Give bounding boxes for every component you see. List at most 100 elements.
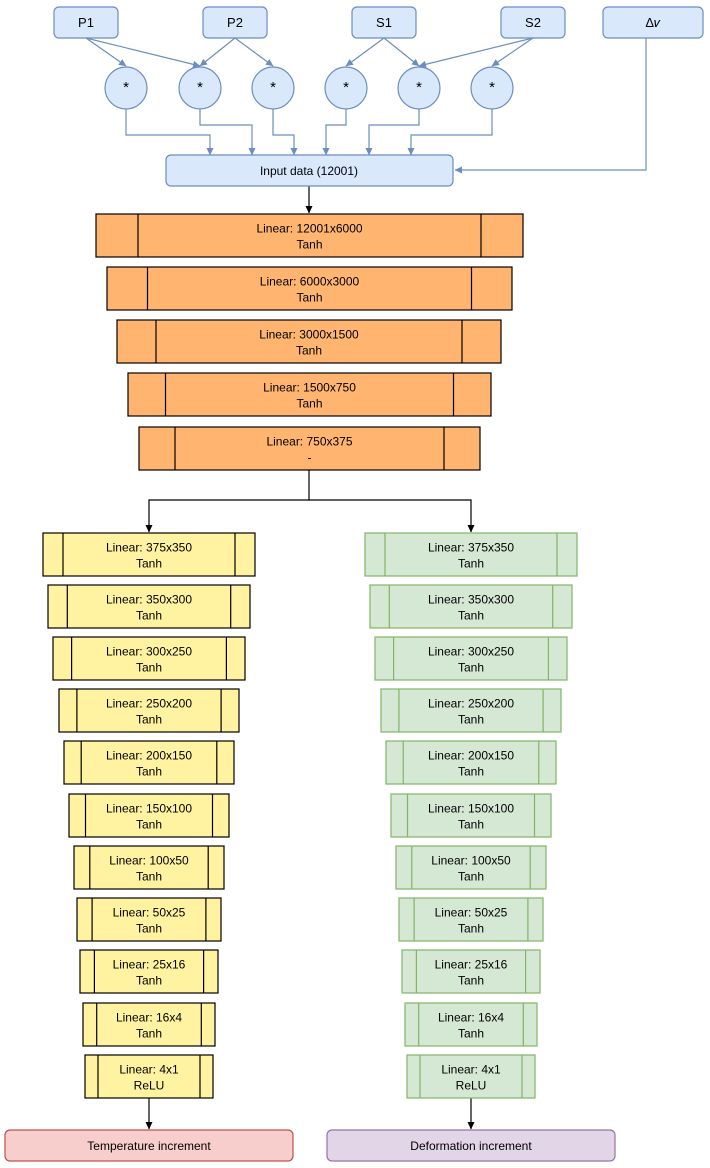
convolution-circle <box>324 66 368 110</box>
temperature-layer-9-activation-label: Tanh <box>136 974 162 988</box>
input-p1-label: P1 <box>78 15 94 30</box>
convolution-circle <box>251 66 295 110</box>
encoder-layer-2-layer-label: Linear: 6000x3000 <box>260 275 360 289</box>
deformation-output-node: Deformation increment <box>326 1129 616 1162</box>
connector-layer <box>85 37 647 1130</box>
temperature-layer-9-layer-label: Linear: 25x16 <box>113 958 186 972</box>
deformation-layer-4-box <box>380 688 562 733</box>
convolution-node-2: * <box>178 66 222 110</box>
deformation-layer-10-box <box>404 1002 538 1047</box>
temperature-layer-1-box <box>42 532 256 577</box>
edge-p2-c2 <box>199 37 236 67</box>
input-s1: S1 <box>351 6 417 39</box>
edge-encoder-temperature <box>145 470 310 533</box>
temperature-output-box <box>4 1129 294 1162</box>
temperature-layer-8-box <box>76 897 222 942</box>
edge-encoder-deformation <box>309 499 475 533</box>
temperature-layer-5-box <box>63 740 235 785</box>
input-p2-label: P2 <box>227 15 243 30</box>
encoder-layer-3-box <box>116 319 502 364</box>
edge-p1-c2 <box>85 37 201 68</box>
input-s1-box <box>351 6 417 39</box>
deformation-layer-2-layer-label: Linear: 350x300 <box>428 593 514 607</box>
temperature-layer-3-layer-label: Linear: 300x250 <box>106 645 192 659</box>
deformation-layer-9-layer-label: Linear: 25x16 <box>435 958 508 972</box>
encoder-layer-3-activation-label: Tanh <box>296 344 322 358</box>
temperature-layer-3-box <box>52 636 246 681</box>
temperature-output-label: Temperature increment <box>87 1139 211 1153</box>
encoder-layer-5: Linear: 750x375- <box>138 426 481 471</box>
deformation-layer-2-activation-label: Tanh <box>458 609 484 623</box>
edge-c4-input <box>322 109 347 156</box>
temperature-layer-2-box <box>47 584 251 629</box>
edge-p1-c1 <box>85 37 127 67</box>
input-delta-nu: Δ𝜈 <box>602 6 704 39</box>
deformation-layer-5-layer-label: Linear: 200x150 <box>428 749 514 763</box>
deformation-layer-2-box <box>369 584 573 629</box>
deformation-output-box <box>326 1129 616 1162</box>
temperature-layer-10-activation-label: Tanh <box>136 1027 162 1041</box>
input-s1-label: S1 <box>376 15 392 30</box>
convolution-symbol: * <box>343 79 349 96</box>
deformation-layer-1-activation-label: Tanh <box>458 557 484 571</box>
convolution-symbol: * <box>123 79 129 96</box>
temperature-layer-5-activation-label: Tanh <box>136 765 162 779</box>
temperature-layer-6-activation-label: Tanh <box>136 818 162 832</box>
temperature-layer-9-box <box>79 949 219 994</box>
input-data-label: Input data (12001) <box>260 164 358 178</box>
deformation-layer-4-layer-label: Linear: 250x200 <box>428 697 514 711</box>
deformation-layer-5-activation-label: Tanh <box>458 765 484 779</box>
temperature-output-node: Temperature increment <box>4 1129 294 1162</box>
encoder-layer-4-box <box>127 372 492 417</box>
temperature-layer-8-layer-label: Linear: 50x25 <box>113 906 186 920</box>
convolution-circle <box>397 66 441 110</box>
encoder-layer-3-layer-label: Linear: 3000x1500 <box>259 328 359 342</box>
encoder-layer-1-layer-label: Linear: 12001x6000 <box>256 222 362 236</box>
deformation-output-label: Deformation increment <box>410 1139 532 1153</box>
edge-delta-nu-input <box>454 38 647 174</box>
input-s2-label: S2 <box>525 15 541 30</box>
deformation-layer-8-box <box>398 897 544 942</box>
deformation-layer-11-activation-label: ReLU <box>456 1079 487 1093</box>
convolution-circle <box>178 66 222 110</box>
convolution-symbol: * <box>270 79 276 96</box>
deformation-layer-8-layer-label: Linear: 50x25 <box>435 906 508 920</box>
deformation-layer-9-activation-label: Tanh <box>458 974 484 988</box>
deformation-layer-7-box <box>395 845 547 890</box>
temperature-layer-10-layer-label: Linear: 16x4 <box>116 1011 182 1025</box>
convolution-circle <box>470 66 514 110</box>
encoder-layer-2-activation-label: Tanh <box>296 291 322 305</box>
input-s2-box <box>500 6 566 39</box>
input-delta-nu-box <box>602 6 704 39</box>
encoder-layer-4-layer-label: Linear: 1500x750 <box>263 381 356 395</box>
deformation-layer-7-activation-label: Tanh <box>458 870 484 884</box>
input-data-box <box>165 154 454 187</box>
deformation-layer-3-box <box>374 636 568 681</box>
encoder-layer-2-box <box>106 266 513 311</box>
temperature-layer-4-activation-label: Tanh <box>136 713 162 727</box>
temperature-layer-4-box <box>58 688 240 733</box>
temperature-layer-7-box <box>73 845 225 890</box>
convolution-circle <box>104 66 148 110</box>
convolution-symbol: * <box>489 79 495 96</box>
deformation-layer-7-layer-label: Linear: 100x50 <box>431 854 511 868</box>
deformation-layer-3-activation-label: Tanh <box>458 661 484 675</box>
temperature-layer-10-box <box>82 1002 216 1047</box>
deformation-layer-1-box <box>364 532 578 577</box>
edge-s2-c6 <box>491 37 534 67</box>
input-p2-box <box>202 6 268 39</box>
edge-s2-c5 <box>418 37 534 68</box>
